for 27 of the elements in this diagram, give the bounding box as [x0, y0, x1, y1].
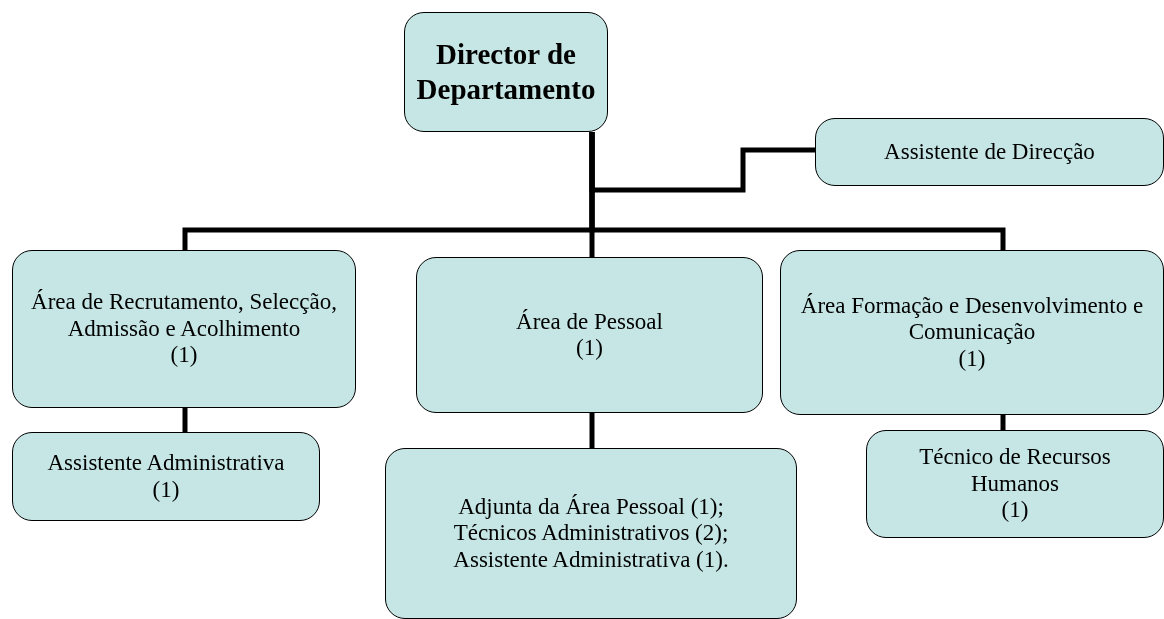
box-text: Assistente Administrativa (1).	[453, 546, 729, 574]
box-text: (1)	[170, 342, 198, 369]
box-text: Área Formação e Desenvolvimento e Comunicação	[799, 292, 1145, 346]
connector-line	[1000, 415, 1006, 430]
box-text: Técnicos Administrativos (2);	[453, 520, 729, 547]
box-text: (1)	[576, 335, 603, 362]
box-text: Assistente Administrativa	[47, 450, 285, 477]
connector-line	[589, 413, 595, 448]
box-text: Técnico de Recursos Humanos	[918, 444, 1112, 498]
box-text: Adjunta da Área Pessoal (1);	[458, 493, 724, 521]
box-text: (1)	[958, 345, 986, 373]
box-text: (1)	[1001, 497, 1029, 524]
org-box	[404, 12, 608, 132]
org-box	[416, 257, 763, 413]
box-text: Assistente de Direcção	[884, 138, 1095, 166]
org-box	[866, 430, 1164, 538]
box-text: (1)	[152, 476, 180, 503]
org-box	[12, 432, 320, 521]
org-box	[780, 250, 1164, 415]
box-text: Área de Pessoal	[516, 308, 663, 335]
org-box	[12, 250, 356, 408]
connector-line	[589, 132, 1006, 250]
box-text: Área de Recrutamento, Selecção, Admissão e Acolhimento	[30, 289, 338, 343]
box-text: Director de Departamento	[415, 37, 597, 107]
connector-line	[182, 408, 188, 432]
org-box	[385, 448, 797, 619]
org-box	[815, 118, 1164, 186]
